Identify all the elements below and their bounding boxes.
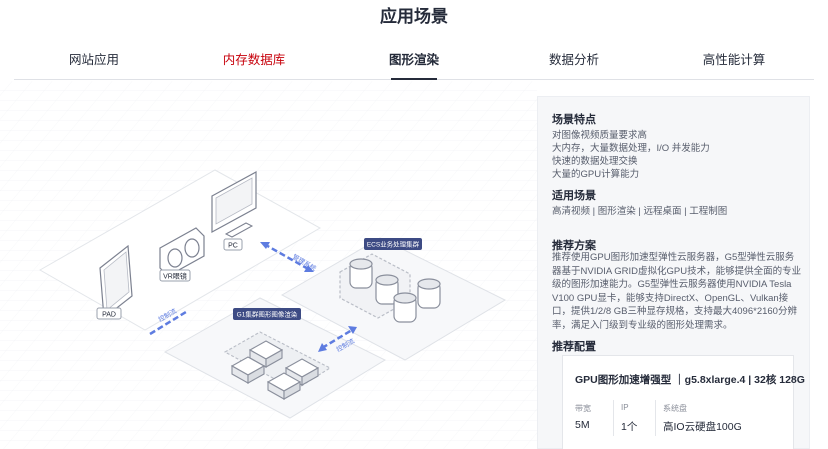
ecs-cluster-label: ECS业务处理集群 <box>367 240 420 249</box>
scenario-detail-panel: 场景特点 对图像视频质量要求高 大内存，大量数据处理，I/O 并发能力 快速的数… <box>537 96 810 449</box>
control-flow-arrow-right-icon <box>318 326 357 352</box>
ecs-server-cluster-icon <box>339 253 441 323</box>
system-disk-value: 高IO云硬盘100G <box>663 421 742 433</box>
ip-label: IP <box>621 403 629 412</box>
features-title: 场景特点 <box>552 114 596 126</box>
pad-label: PAD <box>102 312 116 319</box>
feature-item: 大内存，大量数据处理，I/O 并发能力 <box>552 143 710 154</box>
system-disk-label: 系统盘 <box>663 404 687 413</box>
feature-item: 对图像视频质量要求高 <box>552 130 648 141</box>
spec-divider <box>655 400 656 436</box>
config-title: 推荐配置 <box>552 341 596 353</box>
scenes-title: 适用场景 <box>552 190 596 202</box>
ip-value: 1个 <box>621 421 638 433</box>
tab-memory-database[interactable]: 内存数据库 <box>222 53 286 67</box>
pc-monitor-icon <box>211 170 257 238</box>
tab-website[interactable]: 网站应用 <box>68 53 119 67</box>
solution-text: 推荐使用GPU图形加速型弹性云服务器，G5型弹性云服务器基于NVIDIA GRI… <box>552 252 802 331</box>
spec-divider <box>613 400 614 436</box>
pad-icon <box>99 244 133 320</box>
vr-goggles-icon <box>159 227 205 277</box>
feature-item: 大量的GPU计算能力 <box>552 169 640 180</box>
tab-graphics-rendering[interactable]: 图形渲染 <box>334 46 494 79</box>
feature-item: 快速的数据处理交换 <box>552 156 638 167</box>
scenario-tabs: 网站应用 内存数据库 图形渲染 数据分析 高性能计算 <box>14 46 814 80</box>
bandwidth-label: 带宽 <box>575 404 591 413</box>
management-arrow-icon <box>260 242 314 272</box>
vr-label: VR眼镜 <box>163 272 187 281</box>
tab-hpc[interactable]: 高性能计算 <box>702 53 766 67</box>
control-flow-arrow-icon <box>149 310 187 336</box>
scenes-list: 高清视频 | 图形渲染 | 远程桌面 | 工程制图 <box>552 206 728 217</box>
bandwidth-value: 5M <box>575 419 590 431</box>
config-card-title: GPU图形加速增强型 ｜g5.8xlarge.4 | 32核 128G <box>575 374 805 386</box>
architecture-illustration: PAD VR眼镜 PC 管理系统 控制流 控制流 <box>0 81 537 449</box>
pc-label: PC <box>228 243 238 250</box>
solution-title: 推荐方案 <box>552 240 596 252</box>
g1-cluster-label: G1集群图形图像渲染 <box>237 310 298 319</box>
config-card[interactable]: GPU图形加速增强型 ｜g5.8xlarge.4 | 32核 128G 带宽 5… <box>562 355 805 449</box>
g1-gpu-cluster-icon <box>223 331 332 400</box>
tab-data-analysis[interactable]: 数据分析 <box>548 53 599 67</box>
page-title: 应用场景 <box>380 7 448 26</box>
